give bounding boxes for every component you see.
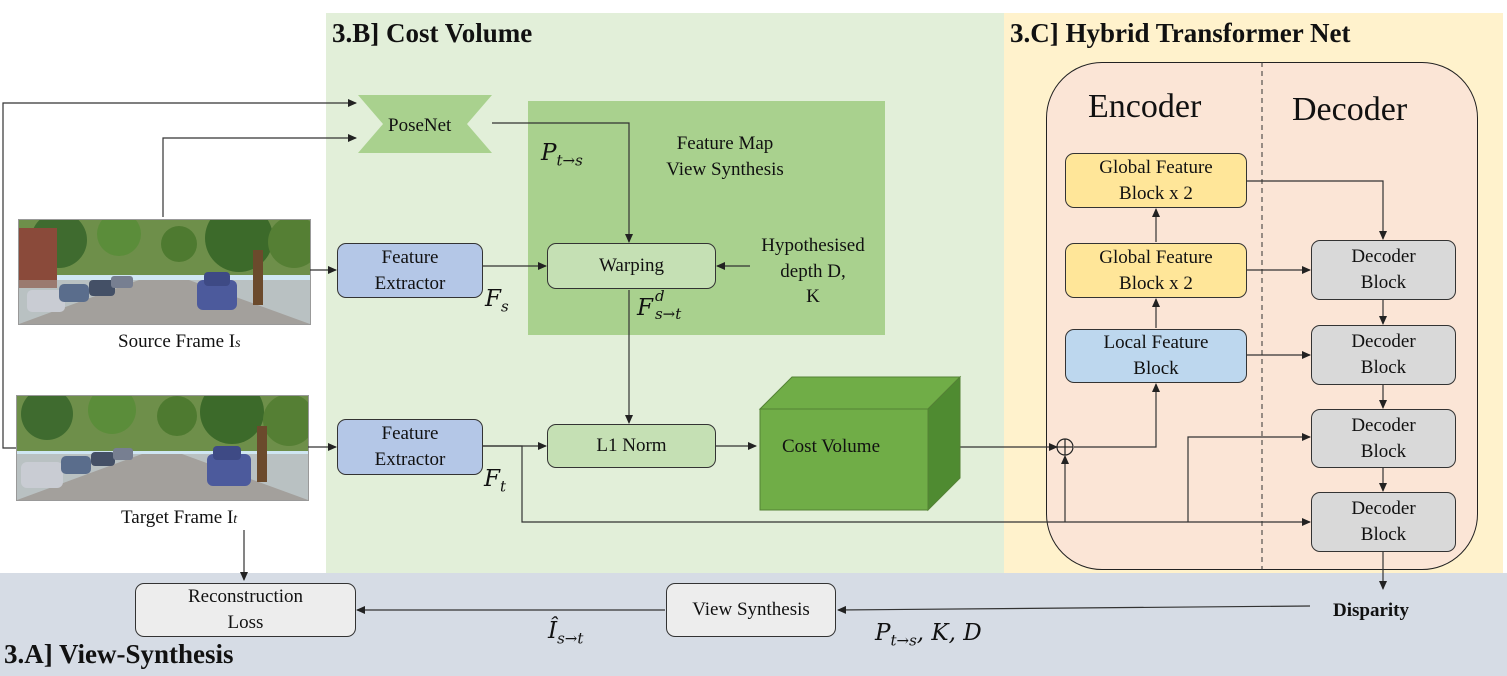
pkd-rest: , K, D: [916, 620, 982, 646]
cost-volume-cube: [758, 375, 962, 512]
fstd-f: F: [637, 295, 653, 321]
source-feature-label: Fs: [485, 286, 509, 316]
posenet-shape: [358, 95, 492, 153]
local-feature-block: Local Feature Block: [1065, 329, 1247, 383]
target-frame-label: Target Frame It: [121, 507, 237, 529]
global-feature-block-2: Global Feature Block x 2: [1065, 243, 1247, 298]
ft-sub: t: [499, 477, 506, 496]
fs-f: F: [485, 286, 501, 312]
global-feature-block-1: Global Feature Block x 2: [1065, 153, 1247, 208]
street-scene-icon: [17, 396, 308, 500]
ft-f: F: [484, 466, 500, 492]
fs-sub: s: [500, 297, 509, 316]
ihat-sub: s→t: [557, 629, 584, 648]
feature-map-view-synthesis-panel: [528, 101, 885, 335]
source-frame-image: [18, 219, 311, 325]
pose-p: P: [541, 140, 557, 166]
pkd-p: P: [875, 620, 891, 646]
target-frame-subscript: t: [233, 512, 238, 527]
decoder-block-1: Decoder Block: [1311, 240, 1456, 300]
warped-feature-label: F d s→t: [637, 287, 691, 323]
ihat-i: Î: [548, 618, 558, 644]
target-frame-text: Target Frame I: [121, 507, 234, 528]
cost-volume-title: 3.B] Cost Volume: [332, 18, 533, 48]
hypothesised-depth-label: Hypothesised depth D, K: [761, 235, 865, 308]
posenet-label: PoseNet: [388, 115, 452, 136]
feature-extractor-source: Feature Extractor: [337, 243, 483, 298]
synthesized-image-label: Îs→t: [548, 618, 583, 648]
street-scene-icon: [19, 220, 310, 324]
disparity-label: Disparity: [1333, 600, 1409, 621]
cost-volume-label: Cost Volume: [782, 436, 881, 457]
view-synthesis-box: View Synthesis: [666, 583, 836, 637]
decoder-block-3: Decoder Block: [1311, 409, 1456, 468]
pkd-sub: t→s: [890, 631, 917, 650]
decoder-label: Decoder: [1292, 91, 1408, 128]
source-frame-text: Source Frame I: [118, 331, 236, 352]
hybrid-transformer-title: 3.C] Hybrid Transformer Net: [1010, 18, 1351, 48]
reconstruction-loss-box: Reconstruction Loss: [135, 583, 356, 637]
pose-p-sub: t→s: [556, 151, 583, 170]
source-frame-subscript: s: [235, 336, 241, 351]
pose-transform-label: Pt→s: [541, 140, 583, 170]
decoder-block-2: Decoder Block: [1311, 325, 1456, 385]
feature-extractor-target: Feature Extractor: [337, 419, 483, 475]
l1-norm-box: L1 Norm: [547, 424, 716, 468]
sum-node: [1056, 438, 1074, 456]
source-frame-label: Source Frame Is: [118, 331, 241, 353]
fstd-sub: s→t: [654, 305, 682, 323]
decoder-block-4: Decoder Block: [1311, 492, 1456, 552]
fstd-sup: d: [654, 287, 665, 305]
target-feature-label: Ft: [484, 466, 506, 496]
target-frame-image: [16, 395, 309, 501]
view-synthesis-title: 3.A] View-Synthesis: [4, 639, 234, 669]
view-synthesis-inputs-label: Pt→s, K, D: [875, 620, 982, 650]
warping-box: Warping: [547, 243, 716, 289]
feature-map-view-synthesis-label: Feature Map View Synthesis: [666, 133, 784, 180]
encoder-label: Encoder: [1088, 88, 1202, 125]
